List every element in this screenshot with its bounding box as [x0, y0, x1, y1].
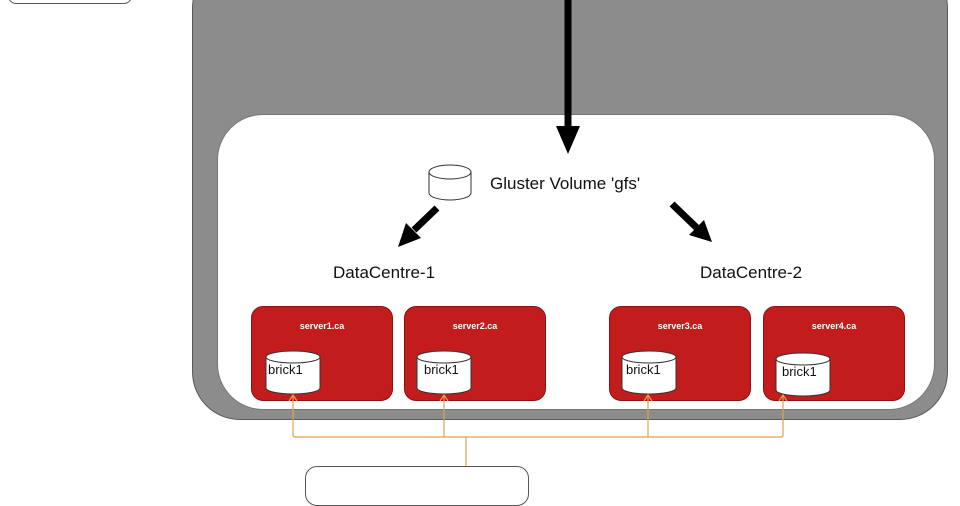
brick-icon [416, 350, 472, 395]
server-name: server3.ca [657, 321, 703, 331]
datacentre-1-label: DataCentre-1 [333, 263, 436, 282]
brick-icon [265, 350, 321, 395]
brick-label: brick1 [268, 362, 303, 377]
server-name: server1.ca [299, 321, 345, 331]
database-icon [428, 164, 472, 201]
arrow-to-datacentre-1 [398, 205, 440, 247]
client-box [305, 466, 529, 506]
client-connectors [288, 393, 788, 466]
down-arrow [556, 0, 580, 154]
server-name: server2.ca [452, 321, 498, 331]
brick-label: brick1 [782, 364, 817, 379]
brick-icon [775, 352, 831, 397]
arrow-to-datacentre-2 [669, 201, 712, 242]
brick-label: brick1 [424, 362, 459, 377]
datacentre-2-label: DataCentre-2 [700, 263, 803, 282]
volume-title: Gluster Volume 'gfs' [490, 174, 641, 193]
diagram-shapes [265, 0, 831, 466]
server-name: server4.ca [811, 321, 857, 331]
brick-label: brick1 [626, 362, 661, 377]
brick-icon [621, 350, 677, 395]
